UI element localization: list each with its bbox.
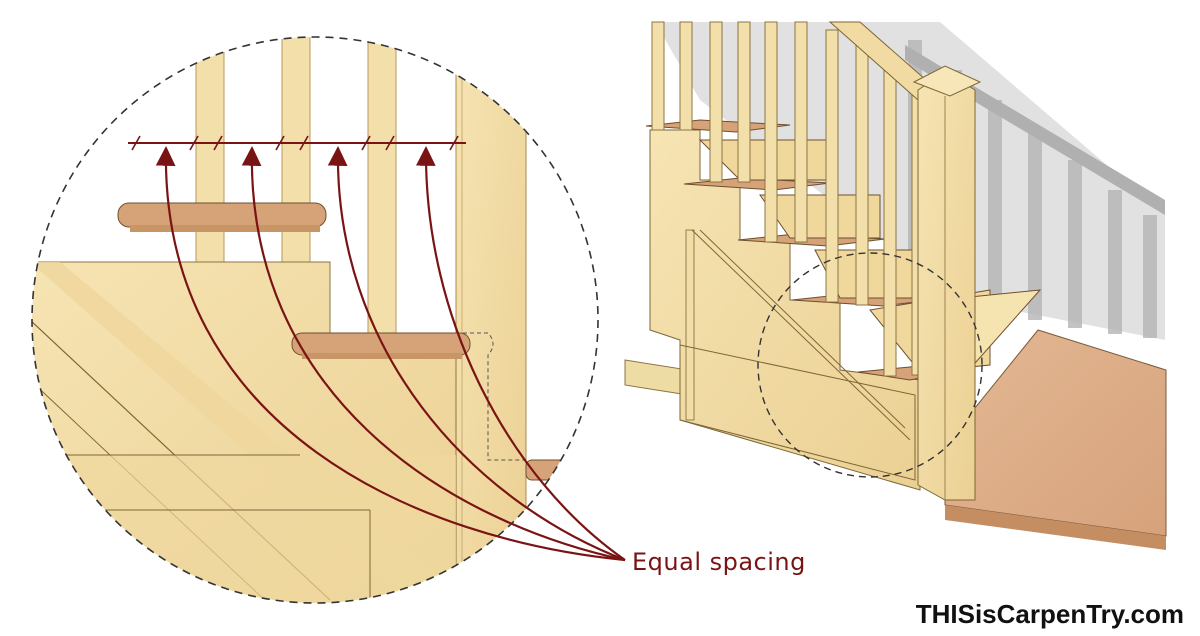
baluster <box>195 37 225 276</box>
spacing-ticks <box>131 135 459 151</box>
brand-watermark[interactable]: THISisCarpenTry.com <box>915 599 1184 629</box>
tread <box>291 332 471 356</box>
baluster <box>367 37 397 336</box>
newel-post <box>455 37 527 603</box>
stair-3d-view <box>624 21 1200 550</box>
equal-spacing-label: Equal spacing <box>632 548 806 576</box>
detail-circle <box>31 36 599 604</box>
equal-spacing-arrows <box>155 146 626 562</box>
newel-post-3d <box>917 71 976 501</box>
tread <box>117 202 327 228</box>
